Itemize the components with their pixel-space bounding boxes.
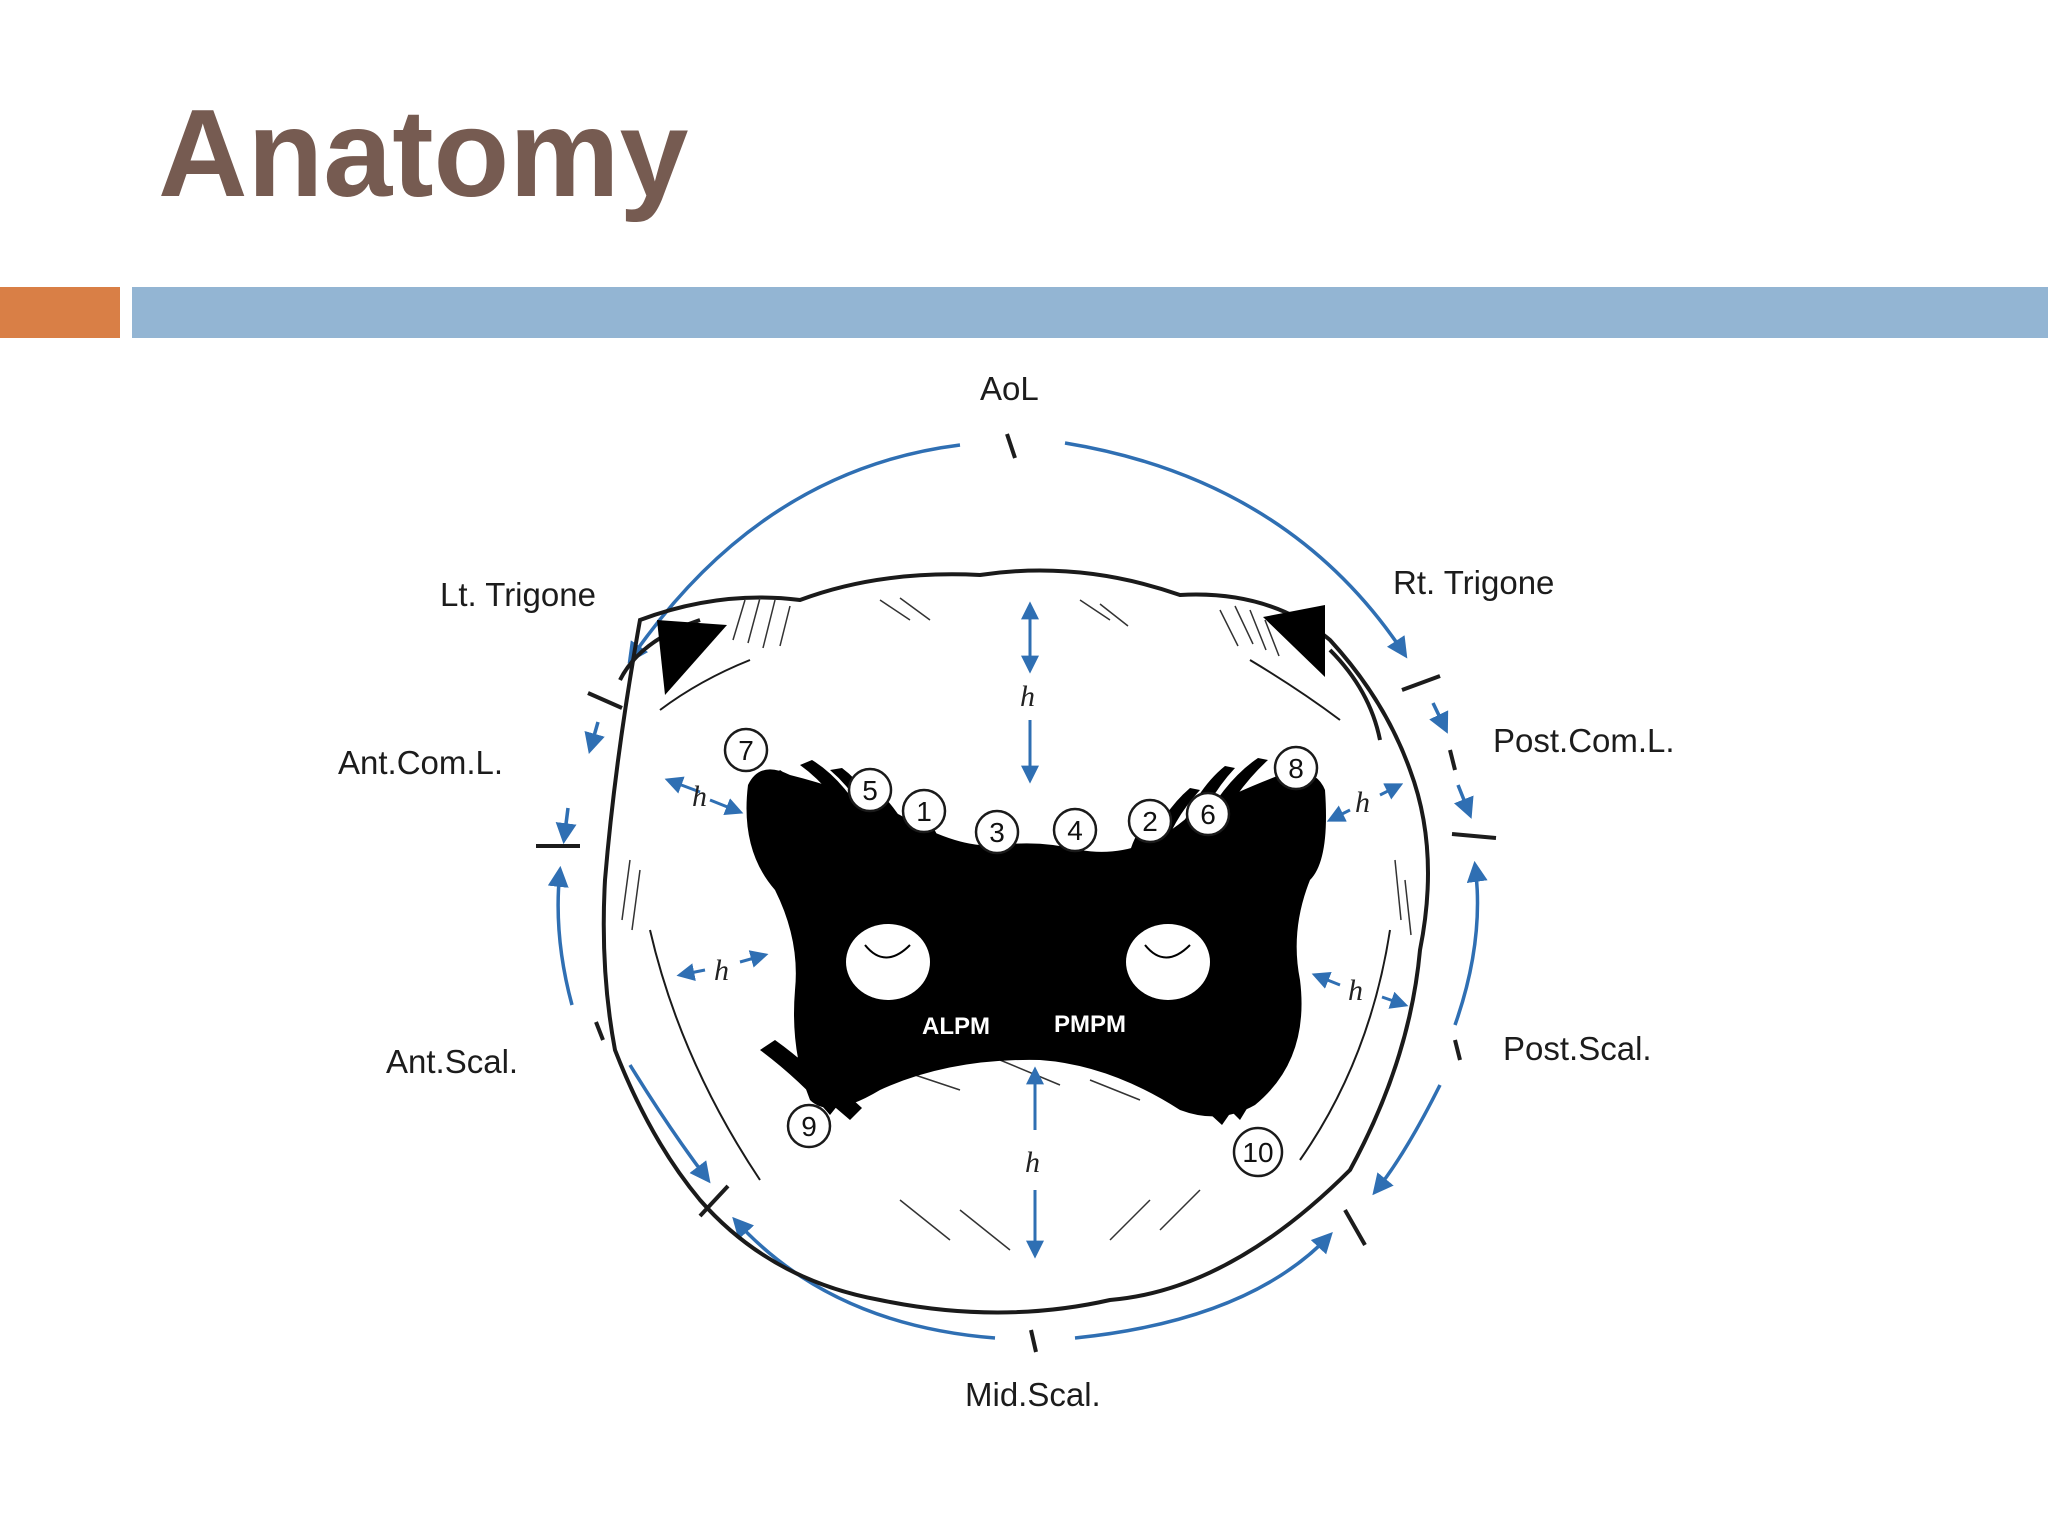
- chordae-number-circles: [723, 727, 1319, 1178]
- h-label-bottom: h: [1025, 1146, 1040, 1179]
- alpm-label: ALPM: [922, 1013, 990, 1040]
- arc-post-scal-upper: [1453, 860, 1488, 1026]
- chordae-number-9: 9: [801, 1111, 817, 1142]
- accent-bar-blue: [132, 287, 2048, 338]
- accent-bar-orange: [0, 287, 120, 338]
- h-distance-labels: h h h h h h: [692, 680, 1370, 1179]
- arc-mid-scal-left: [732, 1216, 996, 1340]
- arc-aol-rt-trigone: [1064, 441, 1408, 659]
- aol-label: AoL: [980, 370, 1039, 407]
- arc-post-scal-lower: [1372, 1084, 1442, 1196]
- chordae-number-10: 10: [1242, 1137, 1273, 1168]
- pmpm-label: PMPM: [1054, 1011, 1126, 1038]
- chordae-number-4: 4: [1067, 815, 1083, 846]
- ant-scal-label: Ant.Scal.: [386, 1043, 518, 1080]
- arc-ant-com-l-lower: [555, 807, 577, 845]
- h-label-right-upper: h: [1355, 786, 1370, 819]
- segment-ticks: [536, 433, 1497, 1353]
- arc-post-com-l-lower: [1454, 784, 1474, 819]
- papillary-muscles: [746, 758, 1326, 1125]
- rt-trigone-label: Rt. Trigone: [1393, 564, 1554, 601]
- chordae-number-8: 8: [1288, 753, 1304, 784]
- h-label-top: h: [1020, 680, 1035, 713]
- ant-com-l-label: Ant.Com.L.: [338, 744, 503, 781]
- chordae-number-5: 5: [862, 775, 878, 806]
- h-label-left-lower: h: [714, 954, 729, 987]
- chordae-number-6: 6: [1200, 799, 1216, 830]
- chordae-number-7: 7: [738, 735, 754, 766]
- lt-trigone-marker: [657, 620, 727, 695]
- mid-scal-label: Mid.Scal.: [965, 1376, 1101, 1413]
- chordae-number-1: 1: [916, 796, 932, 827]
- h-label-right-lower: h: [1348, 974, 1363, 1007]
- annulus-outline: [601, 568, 1430, 1315]
- chordae-numbers: 1 2 3 4 5 6 7 8 9 10: [738, 735, 1304, 1168]
- alpm-head: [846, 924, 930, 1000]
- arc-ant-scal-upper: [547, 865, 574, 1006]
- arc-mid-scal-right: [1074, 1231, 1333, 1340]
- post-scal-label: Post.Scal.: [1503, 1030, 1652, 1067]
- h-distance-arrows: [664, 601, 1409, 1259]
- chordae-number-2: 2: [1142, 806, 1158, 837]
- lt-trigone-label: Lt. Trigone: [440, 576, 596, 613]
- chordae-number-3: 3: [989, 817, 1005, 848]
- arc-post-com-l-upper: [1429, 702, 1449, 734]
- arc-ant-scal-lower: [628, 1064, 711, 1184]
- slide-title: Anatomy: [158, 85, 689, 223]
- h-label-left-upper: h: [692, 780, 707, 813]
- arc-ant-com-l-upper: [584, 721, 605, 755]
- pmpm-head: [1126, 924, 1210, 1000]
- post-com-l-label: Post.Com.L.: [1493, 722, 1675, 759]
- rt-trigone-marker: [1263, 605, 1325, 677]
